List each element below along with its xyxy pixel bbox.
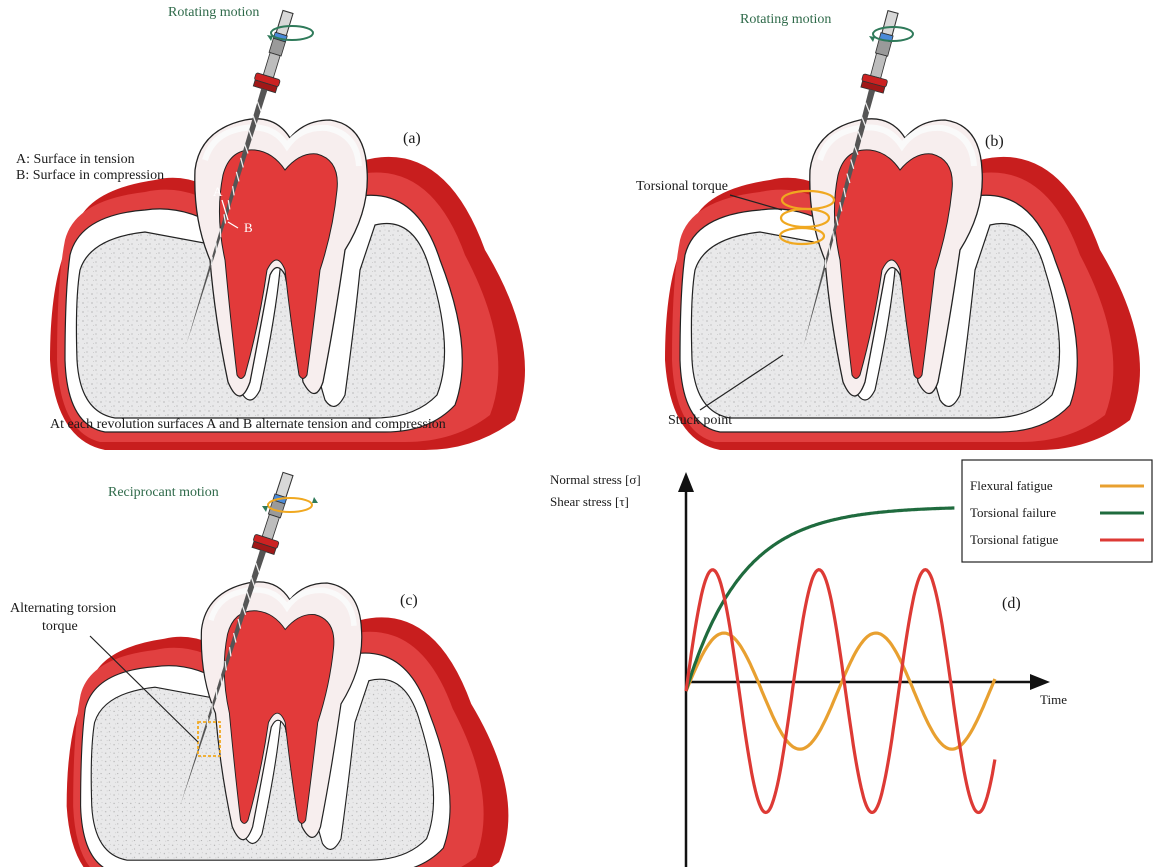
panel-c-tag: (c) bbox=[400, 592, 418, 609]
point-b-label: B bbox=[244, 220, 253, 235]
panel-b-motion-label: Rotating motion bbox=[740, 12, 831, 27]
panel-c-motion-label: Reciprocant motion bbox=[108, 485, 219, 500]
legend-label: Flexural fatigue bbox=[970, 478, 1053, 493]
panel-b: Rotating motion (b) Torsional torque Stu… bbox=[636, 9, 1140, 450]
panel-c: Reciprocant motion (c) Alternating torsi… bbox=[10, 470, 508, 867]
x-axis-label: Time bbox=[1040, 692, 1067, 707]
legend-label: Torsional fatigue bbox=[970, 532, 1058, 547]
stuck-point-label: Stuck point bbox=[668, 413, 732, 428]
y-axis-label-line2: Shear stress [τ] bbox=[550, 494, 629, 509]
panel-b-tag: (b) bbox=[985, 133, 1004, 150]
x-axis-arrowhead bbox=[1030, 674, 1050, 690]
panel-a-tag: (a) bbox=[403, 130, 421, 147]
legend-surface-a: A: Surface in tension bbox=[16, 152, 135, 167]
y-axis-label-line1: Normal stress [σ] bbox=[550, 472, 641, 487]
point-a-label: A bbox=[213, 184, 223, 199]
legend-surface-b: B: Surface in compression bbox=[16, 168, 164, 183]
panel-d-tag: (d) bbox=[1002, 595, 1021, 612]
panel-a-caption: At each revolution surfaces A and B alte… bbox=[50, 417, 446, 432]
legend-label: Torsional failure bbox=[970, 505, 1056, 520]
stress-vs-time-chart: Normal stress [σ] Shear stress [τ] Time … bbox=[550, 460, 1152, 867]
series-layer bbox=[686, 508, 995, 813]
panel-a: Rotating motion (a) A: Surface in tensio… bbox=[16, 5, 525, 450]
alternating-torsion-label-line2: torque bbox=[42, 619, 78, 634]
panel-b-tooth-illustration bbox=[665, 119, 1140, 450]
torsional-torque-label: Torsional torque bbox=[636, 179, 728, 194]
alternating-torsion-label-line1: Alternating torsion bbox=[10, 601, 116, 616]
y-axis-arrowhead bbox=[678, 472, 694, 492]
panel-a-motion-label: Rotating motion bbox=[168, 5, 259, 20]
series-line-torsional-fatigue bbox=[686, 570, 995, 813]
panel-c-tooth-illustration bbox=[67, 582, 509, 867]
